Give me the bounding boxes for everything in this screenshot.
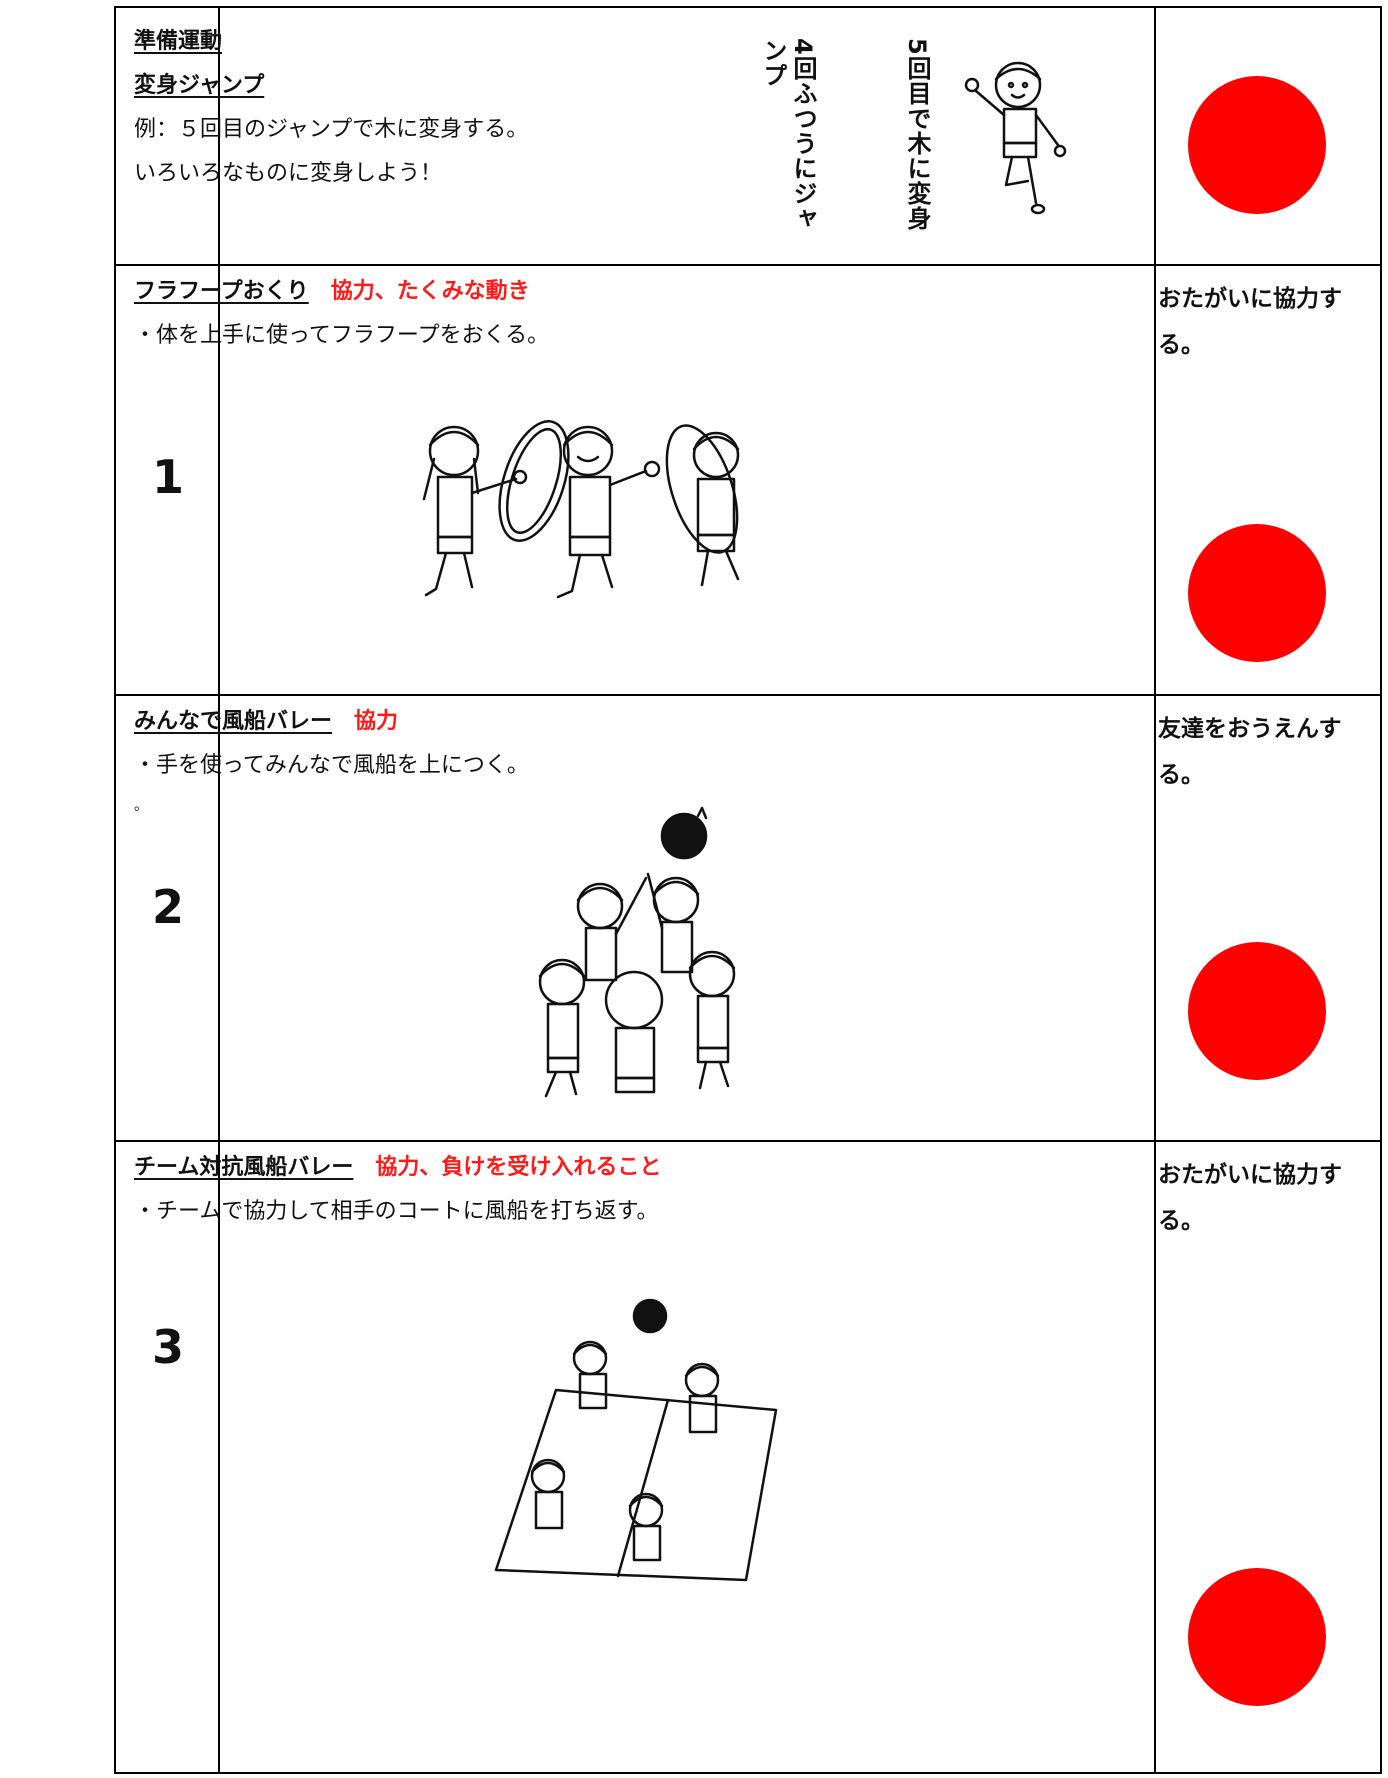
activity-focus-3: 協力、負けを受け入れること [375,1155,662,1180]
row-divider-2 [116,694,1380,696]
row-divider-3 [116,1140,1380,1142]
activity-title-3: チーム対抗風船バレー [134,1155,354,1180]
row-divider-1 [116,264,1380,266]
activity-line-1: ・体を上手に使ってフラフープをおくる。 [134,323,550,348]
red-dot-3 [1188,1568,1326,1706]
hula-hoop-children-drawing [422,420,740,599]
goal-text-1: おたがいに協力する。 [1158,286,1342,358]
activity-title-2: みんなで風船バレー [134,709,333,734]
column-divider-goal [1154,8,1156,1772]
row-3: 3 チーム対抗風船バレー協力、負けを受け入れること ・チームで協力して相手のコー… [116,1140,1380,1776]
warmup-subtitle: 変身ジャンプ [134,73,265,98]
activity-line-2b: 。 [134,798,148,814]
callout-four-jumps: 4回ふつうにジャンプ [759,38,817,231]
activity-focus-2: 協力 [354,709,399,734]
activity-title-1: フラフープおくり [134,279,309,304]
activity-cell-3: チーム対抗風船バレー協力、負けを受け入れること ・チームで協力して相手のコートに… [134,1146,1144,1234]
activity-cell-1: フラフープおくり協力、たくみな動き ・体を上手に使ってフラフープをおくる。 [134,270,1144,358]
row-number-1: 1 [151,450,184,504]
balloon-circle-drawing [538,806,736,1098]
activity-table: 準備運動 変身ジャンプ 例：５回目のジャンプで木に変身する。 いろいろなものに変… [114,6,1382,1774]
row-2: 2 みんなで風船バレー協力 ・手を使ってみんなで風船を上につく。 。 友達をおう… [116,694,1380,1140]
row-number-2: 2 [151,880,184,934]
row-warmup: 準備運動 変身ジャンプ 例：５回目のジャンプで木に変身する。 いろいろなものに変… [116,8,1380,264]
activity-cell-warmup: 準備運動 変身ジャンプ 例：５回目のジャンプで木に変身する。 いろいろなものに変… [134,20,1144,196]
activity-line-3: ・チームで協力して相手のコートに風船を打ち返す。 [134,1199,659,1224]
warmup-title: 準備運動 [134,29,223,54]
red-dot-2 [1188,942,1326,1080]
callout-fifth-jump: 5回目で木に変身 [903,38,931,231]
column-divider-number [218,8,220,1772]
red-dot-1 [1188,524,1326,662]
warmup-line-1: 例：５回目のジャンプで木に変身する。 [134,117,529,142]
goal-text-2: 友達をおうえんする。 [1158,716,1342,788]
row-number-3: 3 [151,1320,184,1374]
child-jumping-drawing [964,61,1067,215]
activity-cell-2: みんなで風船バレー協力 ・手を使ってみんなで風船を上につく。 。 [134,700,1144,824]
row-1: 1 フラフープおくり協力、たくみな動き ・体を上手に使ってフラフープをおくる。 … [116,264,1380,694]
goal-text-3: おたがいに協力する。 [1158,1162,1342,1234]
red-dot-warmup [1188,76,1326,214]
activity-line-2a: ・手を使ってみんなで風船を上につく。 [134,753,529,778]
team-court-drawing [494,1298,778,1582]
activity-focus-1: 協力、たくみな動き [330,279,530,304]
warmup-line-2: いろいろなものに変身しよう！ [134,161,443,186]
